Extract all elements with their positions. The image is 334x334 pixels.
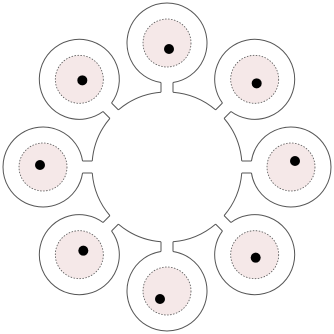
pod-dot (77, 75, 87, 85)
pod-bottom (127, 242, 207, 331)
pod-dot (251, 253, 261, 263)
pod-inner-circle (267, 143, 315, 191)
pod-left (3, 127, 92, 207)
pod-top (127, 3, 207, 92)
pod-inner-circle (55, 231, 103, 279)
pod-right (242, 127, 331, 207)
neck-line (216, 103, 223, 110)
neck-line (216, 224, 223, 231)
neck-line (103, 216, 110, 223)
neck-line (112, 224, 119, 231)
pod-dot (78, 246, 88, 256)
pod-bottom-right (215, 215, 295, 295)
hub-outline (92, 92, 242, 242)
neck-line (224, 112, 231, 119)
neck-line (112, 103, 119, 110)
pod-bottom-left (39, 215, 119, 295)
pod-inner-circle (143, 19, 191, 67)
pod-dot (252, 78, 262, 88)
pod-dot (155, 294, 165, 304)
pod-top-left (39, 39, 119, 119)
neck-line (224, 216, 231, 223)
pod-inner-circle (143, 267, 191, 315)
pod-dot (35, 160, 45, 170)
pod-dot (290, 156, 300, 166)
pod-top-right (215, 39, 295, 119)
pod-dot (164, 44, 174, 54)
neck-line (103, 112, 110, 119)
